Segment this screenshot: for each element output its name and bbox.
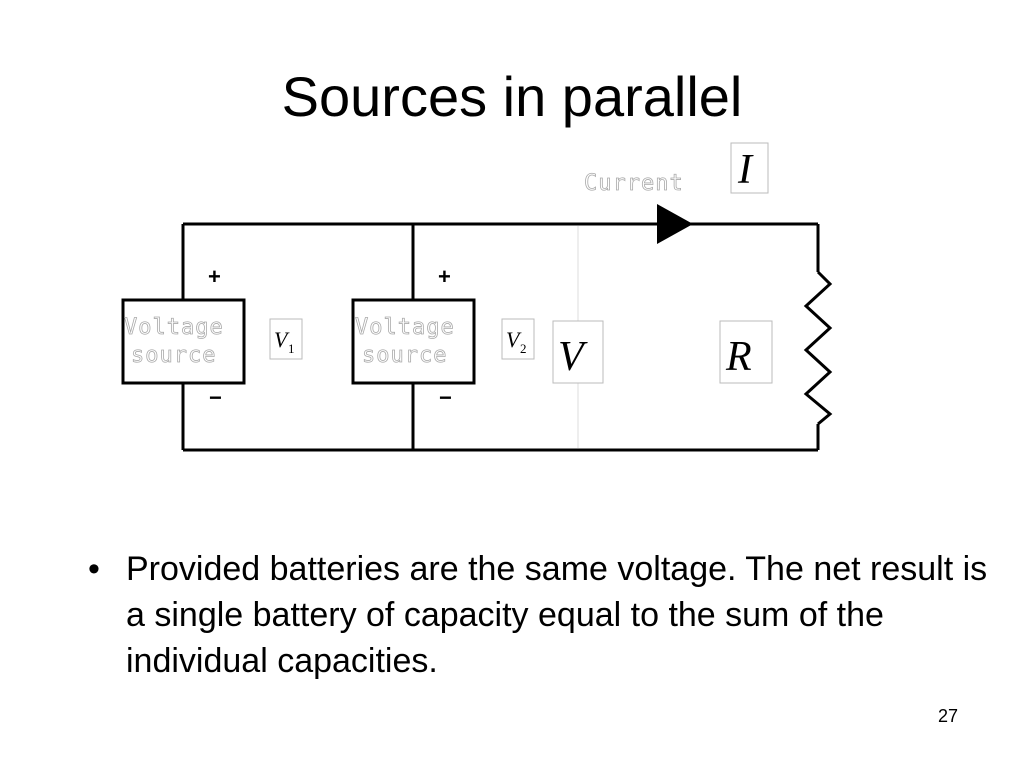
source-2-plus-sign: + bbox=[438, 264, 451, 289]
v1-symbol: V bbox=[274, 327, 290, 352]
source-1-minus-sign: − bbox=[209, 385, 222, 410]
voltage-source-2-line1: Voltage bbox=[355, 315, 455, 340]
source-1-plus-sign: + bbox=[208, 264, 221, 289]
page-number: 27 bbox=[938, 706, 959, 726]
slide-title: Sources in parallel bbox=[281, 65, 743, 128]
bullet-text: Provided batteries are the same voltage.… bbox=[126, 550, 988, 680]
current-arrow-icon bbox=[657, 204, 693, 244]
bullet-list: • Provided batteries are the same voltag… bbox=[88, 546, 988, 684]
v2-subscript: 2 bbox=[520, 341, 527, 356]
current-symbol: I bbox=[737, 147, 754, 193]
voltage-source-2-line2: source bbox=[362, 343, 447, 368]
current-symbol-box bbox=[730, 142, 769, 194]
voltage-source-1 bbox=[121, 298, 246, 385]
voltage-symbol-box bbox=[552, 320, 604, 384]
resistor-symbol: R bbox=[725, 334, 752, 380]
v1-symbol-box bbox=[269, 318, 303, 360]
v2-symbol-box bbox=[501, 318, 535, 360]
resistor-symbol-box bbox=[719, 320, 773, 384]
resistor-zigzag bbox=[803, 270, 833, 426]
circuit-diagram: Current I Voltage source + − V 1 Voltage… bbox=[121, 142, 833, 452]
bullet-item: • Provided batteries are the same voltag… bbox=[88, 546, 988, 684]
current-label: Current bbox=[584, 171, 684, 196]
voltage-source-2 bbox=[351, 298, 476, 385]
voltage-source-1-line1: Voltage bbox=[124, 315, 224, 340]
voltage-symbol: V bbox=[558, 334, 588, 380]
v1-subscript: 1 bbox=[288, 341, 295, 356]
bullet-glyph: • bbox=[88, 550, 100, 588]
source-2-minus-sign: − bbox=[439, 385, 452, 410]
voltage-source-1-line2: source bbox=[131, 343, 216, 368]
v2-symbol: V bbox=[506, 327, 522, 352]
